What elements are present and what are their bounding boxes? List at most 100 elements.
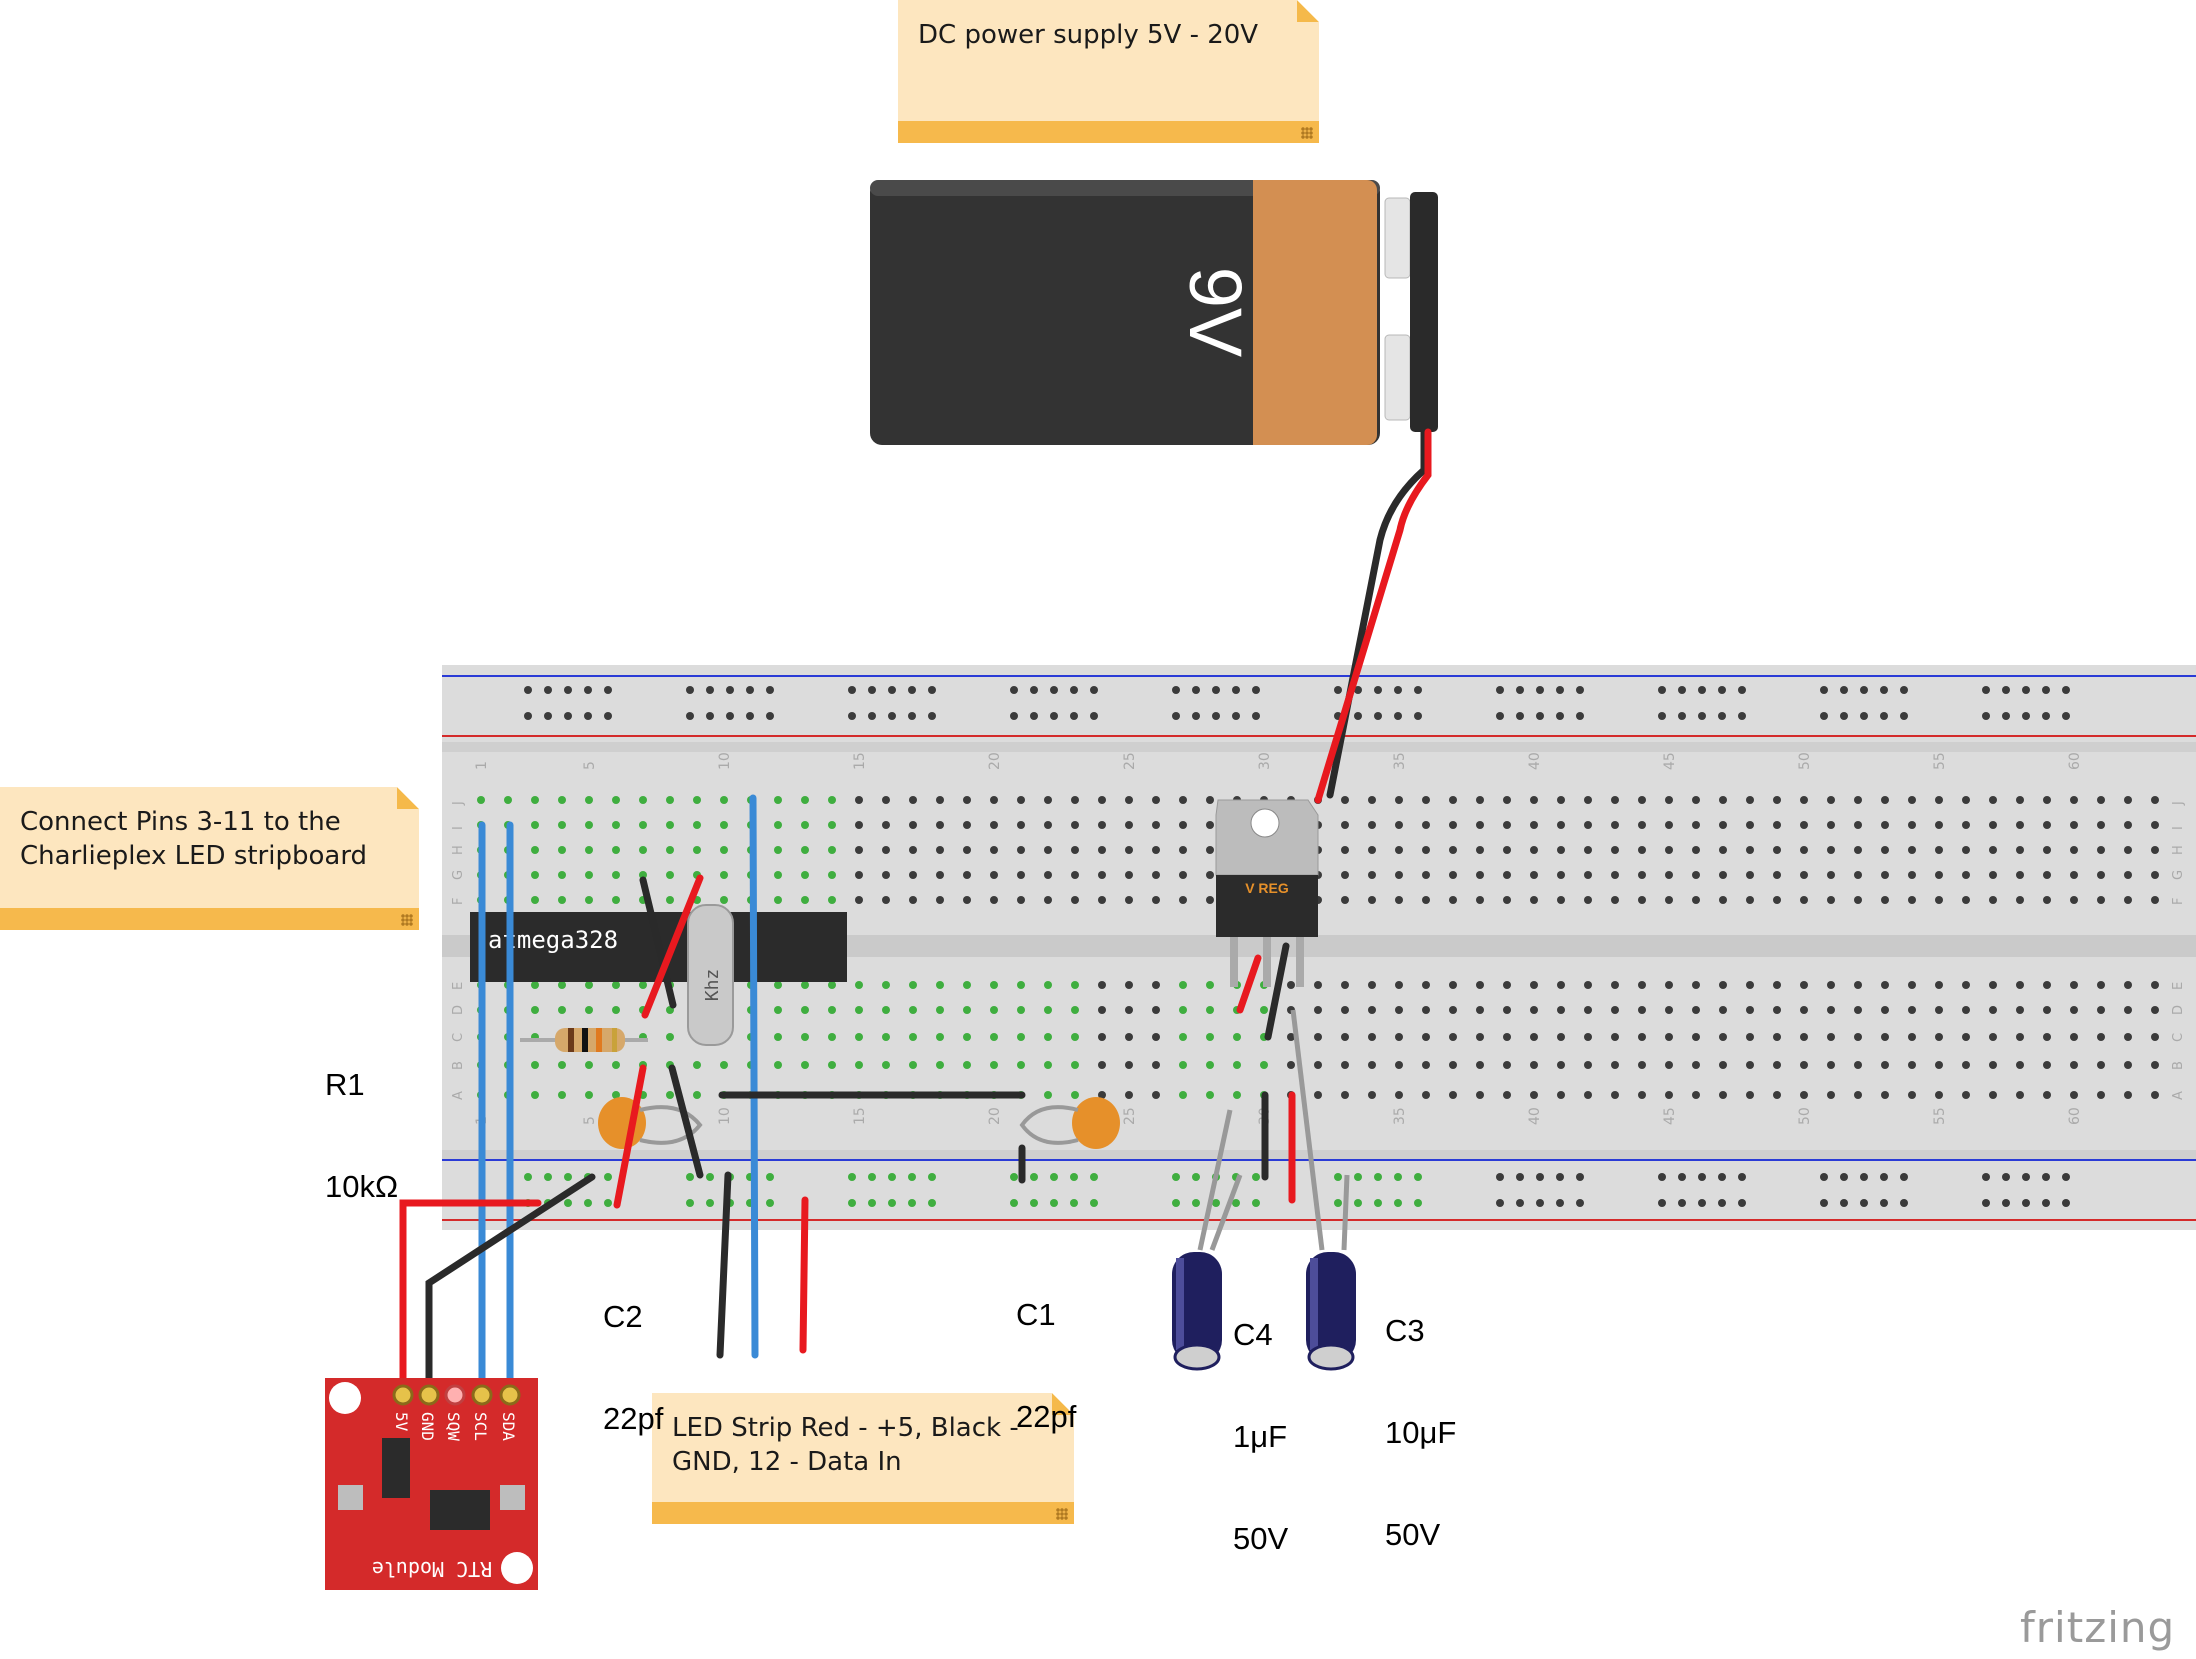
column-number-label: 60 [2067, 1107, 2083, 1125]
row-letter-label: D [451, 1005, 466, 1015]
c1-name: C1 [1016, 1297, 1056, 1332]
row-letter-label: G [451, 870, 466, 880]
rtc-pin-sqw: SQW [444, 1412, 463, 1441]
regulator-label: V REG [1245, 880, 1289, 896]
c2-black-jumper [668, 1064, 704, 1179]
row-letter-label: F [451, 898, 466, 905]
note-bar [0, 908, 419, 930]
column-number-label: 45 [1662, 1107, 1678, 1125]
r1-label: R1 10kΩ [325, 1000, 398, 1238]
resize-grip-icon[interactable] [1056, 1508, 1068, 1520]
column-number-label: 20 [987, 1107, 1003, 1125]
column-number-label: 40 [1527, 1107, 1543, 1125]
column-number-label: 25 [1122, 1107, 1138, 1125]
led-vcc-red-wire [799, 1196, 809, 1354]
note-fold-icon [397, 787, 419, 809]
battery-label: 9V [1174, 267, 1257, 358]
row-letter-label: A [451, 1091, 466, 1100]
note-bar [652, 1502, 1074, 1524]
battery-red-wire [1314, 428, 1432, 804]
battery-black-wire [1326, 428, 1428, 799]
r1-name: R1 [325, 1067, 365, 1102]
column-number-label: 30 [1257, 752, 1273, 770]
column-number-label: 20 [987, 752, 1003, 770]
c2-label: C2 22pf [603, 1232, 663, 1470]
c4-label: C4 1μF 50V [1233, 1250, 1288, 1590]
c2-value: 22pf [603, 1401, 664, 1436]
c4-value: 1μF [1233, 1419, 1288, 1454]
rtc-pin-gnd: GND [418, 1412, 437, 1441]
crystal-label: Khz [702, 969, 723, 1002]
note-charlieplex-text: Connect Pins 3-11 to the Charlieplex LED… [20, 807, 368, 871]
voltage-regulator: V REG [1215, 799, 1319, 987]
capacitor-c4 [1172, 1109, 1243, 1371]
rtc-pin-sda: SDA [499, 1412, 518, 1441]
r1-value: 10kΩ [325, 1169, 399, 1204]
rtc-5v-red-wire [399, 1199, 542, 1399]
rtc-pin-5v: 5V [392, 1412, 411, 1432]
c3-name: C3 [1385, 1313, 1425, 1348]
c4-voltage: 50V [1233, 1521, 1289, 1556]
fritzing-logo: fritzing [2020, 1603, 2176, 1652]
c1-value: 22pf [1016, 1399, 1077, 1434]
battery-9v: 9V [870, 180, 1438, 445]
column-number-label: 50 [1797, 1107, 1813, 1125]
c3-value: 10μF [1385, 1415, 1457, 1450]
rtc-module: 5V GND SQW SCL SDA RTC Module [325, 1378, 538, 1590]
column-number-label: 1 [474, 761, 490, 770]
column-number-label: 35 [1392, 752, 1408, 770]
reg-black-jumper [1264, 942, 1290, 1041]
rtc-pin-scl: SCL [471, 1412, 490, 1441]
rtc-label: RTC Module [372, 1557, 492, 1581]
row-letter-label: B [451, 1061, 466, 1070]
column-number-label: 40 [1527, 752, 1543, 770]
row-letter-label: E [2171, 982, 2186, 990]
c1-label: C1 22pf [1016, 1230, 1076, 1468]
note-power-supply: DC power supply 5V - 20V [898, 0, 1319, 143]
row-letter-label: I [451, 826, 466, 830]
row-letter-label: E [451, 982, 466, 990]
c3-label: C3 10μF 50V [1385, 1246, 1456, 1586]
c2-name: C2 [603, 1299, 643, 1334]
note-power-supply-text: DC power supply 5V - 20V [918, 20, 1259, 50]
chip-red-jumper [641, 874, 704, 1019]
resize-grip-icon[interactable] [401, 914, 413, 926]
row-letter-label: G [2171, 870, 2186, 880]
wires [399, 428, 1432, 1399]
column-number-label: 60 [2067, 752, 2083, 770]
column-number-label: 25 [1122, 752, 1138, 770]
row-letter-label: B [2171, 1061, 2186, 1070]
note-fold-icon [1297, 0, 1319, 22]
row-letter-label: H [2171, 845, 2186, 855]
note-led-strip-text: LED Strip Red - +5, Black - GND, 12 - Da… [672, 1413, 1019, 1477]
resistor-r1 [520, 1028, 648, 1052]
column-number-label: 55 [1932, 752, 1948, 770]
row-letter-label: F [2171, 898, 2186, 905]
row-letter-label: C [2171, 1033, 2186, 1042]
led-data-blue-wire [749, 794, 759, 1359]
column-number-label: 10 [717, 752, 733, 770]
column-number-label: 5 [582, 1116, 598, 1125]
reg-red-jumper [1236, 954, 1262, 1014]
column-number-label: 35 [1392, 1107, 1408, 1125]
row-letter-label: H [451, 845, 466, 855]
column-number-label: 50 [1797, 752, 1813, 770]
rtc-gnd-black-wire [425, 1173, 596, 1399]
c2-red-jumper [613, 1064, 647, 1209]
chip-black-jumper [639, 876, 677, 1009]
led-gnd-black-wire [716, 1171, 732, 1359]
resize-grip-icon[interactable] [1301, 127, 1313, 139]
column-number-label: 55 [1932, 1107, 1948, 1125]
column-number-label: 5 [582, 761, 598, 770]
c4-name: C4 [1233, 1317, 1273, 1352]
row-letter-label: J [2171, 801, 2186, 806]
column-number-label: 15 [852, 752, 868, 770]
column-number-label: 15 [852, 1107, 868, 1125]
note-bar [898, 121, 1319, 143]
row-letter-label: D [2171, 1005, 2186, 1015]
row-letter-label: C [451, 1033, 466, 1042]
capacitor-c3 [1290, 1009, 1356, 1371]
note-led-strip: LED Strip Red - +5, Black - GND, 12 - Da… [652, 1393, 1074, 1524]
